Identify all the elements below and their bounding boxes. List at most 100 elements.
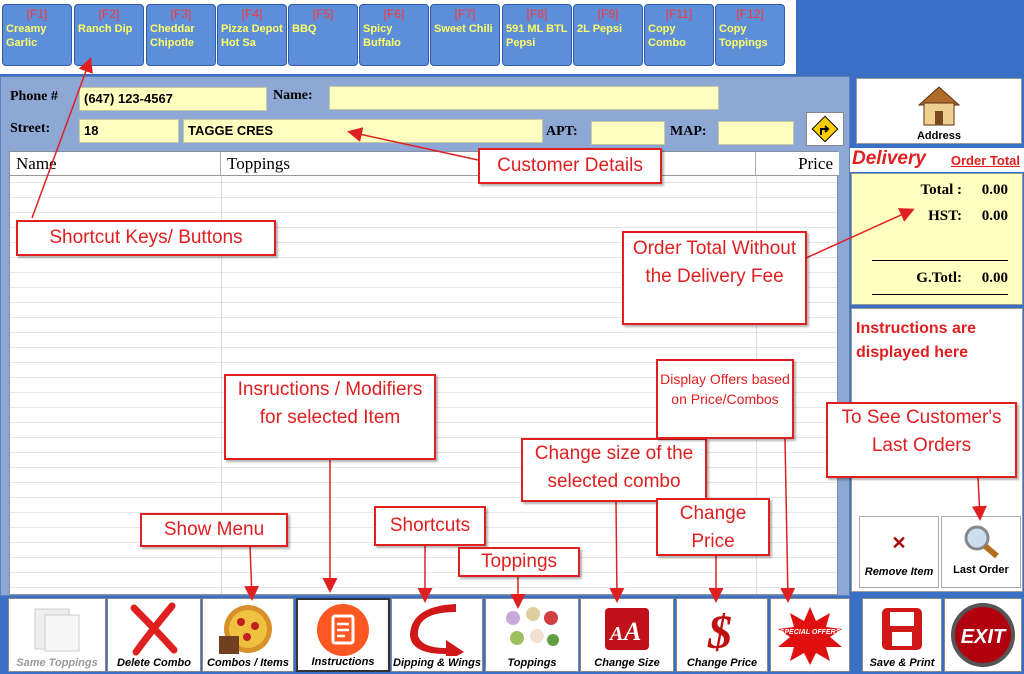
address-label: Address — [916, 130, 962, 142]
map-field[interactable] — [718, 121, 794, 145]
annotation-shortcuts: Shortcuts — [374, 506, 486, 546]
toppings-label: Toppings — [507, 657, 557, 669]
remove-item-button[interactable]: ✕ Remove Item — [859, 516, 939, 588]
annotation-order-total: Order Total Without the Delivery Fee — [622, 231, 807, 325]
svg-text:A: A — [622, 617, 641, 646]
starburst-icon: SPECIAL OFFERS — [778, 607, 842, 665]
house-icon — [917, 86, 961, 126]
same-toppings-button[interactable]: Same Toppings — [8, 598, 106, 672]
dipping-wings-button[interactable]: Dipping & Wings — [391, 598, 483, 672]
save-print-button[interactable]: Save & Print — [862, 598, 942, 672]
gtotal-label: G.Totl: — [916, 270, 962, 286]
toppings-icon — [506, 607, 559, 646]
delete-combo-button[interactable]: Delete Combo — [107, 598, 201, 672]
top-filler — [797, 0, 1024, 74]
combos-items-button[interactable]: Combos / Items — [202, 598, 294, 672]
combos-items-label: Combos / Items — [207, 657, 289, 669]
delivery-label: Delivery — [852, 148, 926, 169]
apt-field[interactable] — [591, 121, 665, 145]
f11-button[interactable]: [F11]Copy Combo — [644, 4, 714, 66]
last-order-label: Last Order — [953, 564, 1009, 576]
copy-pages-icon — [34, 608, 80, 652]
delivery-row: Delivery Order Total — [850, 148, 1024, 172]
curved-arrow-icon — [410, 604, 464, 662]
f3-button[interactable]: [F3]Cheddar Chipotle — [146, 4, 216, 66]
total-label: Total : — [920, 182, 962, 198]
street-field[interactable]: TAGGE CRES — [183, 119, 543, 143]
name-field[interactable] — [329, 86, 719, 110]
document-icon — [317, 604, 369, 656]
f8-button[interactable]: [F8]591 ML BTL Pepsi — [502, 4, 572, 66]
f4-button[interactable]: [F4]Pizza Depot Hot Sa — [217, 4, 287, 66]
save-print-label: Save & Print — [869, 657, 935, 669]
f7-button[interactable]: [F7]Sweet Chili — [430, 4, 500, 66]
totals-divider — [872, 294, 1008, 295]
apt-label: APT: — [546, 124, 578, 139]
change-price-label: Change Price — [686, 657, 758, 669]
f12-button[interactable]: [F12]Copy Toppings — [715, 4, 785, 66]
remove-item-label: Remove Item — [864, 566, 934, 578]
annotation-instructions: Insructions / Modifiers for selected Ite… — [224, 374, 436, 460]
special-offers-text: SPECIAL OFFERS — [780, 629, 841, 636]
column-name: Name — [10, 152, 221, 176]
pizza-icon — [219, 605, 272, 654]
turn-sign-icon — [811, 115, 839, 143]
magnifier-icon — [964, 525, 999, 559]
instructions-label: Instructions — [311, 656, 375, 668]
f5-button[interactable]: [F5]BBQ — [288, 4, 358, 66]
phone-field[interactable]: (647) 123-4567 — [79, 87, 267, 111]
f9-button[interactable]: [F9]2L Pepsi — [573, 4, 643, 66]
annotation-show-menu: Show Menu — [140, 513, 288, 547]
total-value: 0.00 — [981, 182, 1008, 198]
exit-text: EXIT — [961, 626, 1007, 648]
svg-text:A: A — [608, 623, 623, 645]
f2-button[interactable]: [F2]Ranch Dip — [74, 4, 144, 66]
annotation-customer-details: Customer Details — [478, 148, 662, 184]
annotation-last-orders: To See Customer's Last Orders — [826, 402, 1017, 478]
annotation-change-size: Change size of the selected combo — [521, 438, 707, 502]
exit-sign-icon: EXIT — [951, 603, 1015, 667]
exit-button[interactable]: EXIT — [944, 598, 1022, 672]
shortcut-key-bar: [F1]Creamy Garlic [F2]Ranch Dip [F3]Ched… — [0, 0, 796, 74]
change-size-label: Change Size — [594, 657, 660, 669]
special-offers-button[interactable]: SPECIAL OFFERS — [770, 598, 850, 672]
map-direction-button[interactable] — [806, 112, 844, 146]
phone-label: Phone # — [10, 89, 58, 104]
grid-divider — [221, 176, 222, 594]
remove-x-icon: ✕ — [891, 533, 907, 553]
toppings-button[interactable]: Toppings — [485, 598, 579, 672]
hst-label: HST: — [928, 208, 962, 224]
totals-box: Total : 0.00 HST: 0.00 G.Totl: 0.00 — [851, 173, 1023, 305]
f6-button[interactable]: [F6]Spicy Buffalo — [359, 4, 429, 66]
delete-combo-label: Delete Combo — [117, 657, 191, 669]
red-x-icon — [130, 602, 178, 656]
order-total-link[interactable]: Order Total — [950, 153, 1020, 168]
bottom-toolbar: Same Toppings Delete Combo Combos / Item… — [0, 596, 1024, 674]
street-label: Street: — [10, 121, 51, 136]
hst-value: 0.00 — [981, 208, 1008, 224]
f1-button[interactable]: [F1]Creamy Garlic — [2, 4, 72, 66]
totals-divider — [872, 260, 1008, 261]
instructions-text: Instructions are displayed here — [856, 320, 977, 361]
same-toppings-label: Same Toppings — [16, 657, 98, 669]
right-panel: Address Delivery Order Total Total : 0.0… — [850, 76, 1024, 596]
floppy-disk-icon — [882, 608, 922, 650]
address-button[interactable]: Address — [856, 78, 1022, 144]
svg-text:$: $ — [707, 606, 732, 656]
annotation-shortcut-keys: Shortcut Keys/ Buttons — [16, 220, 276, 256]
street-number-field[interactable]: 18 — [79, 119, 179, 143]
annotation-change-price: Change Price — [656, 498, 770, 556]
name-label: Name: — [273, 88, 313, 103]
column-price: Price — [756, 152, 839, 176]
map-label: MAP: — [670, 124, 707, 139]
dollar-icon: $ — [707, 606, 732, 659]
dipping-wings-label: Dipping & Wings — [393, 657, 481, 669]
last-order-button[interactable]: Last Order — [941, 516, 1021, 588]
annotation-offers: Display Offers based on Price/Combos — [656, 359, 794, 439]
change-price-button[interactable]: $ Change Price — [676, 598, 768, 672]
instructions-button[interactable]: Instructions — [296, 598, 390, 672]
gtotal-value: 0.00 — [981, 270, 1008, 286]
annotation-toppings: Toppings — [458, 547, 580, 577]
